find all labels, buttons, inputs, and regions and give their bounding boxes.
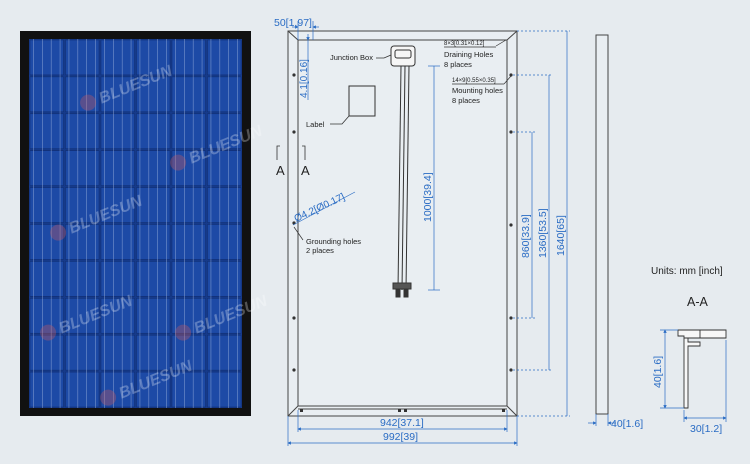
solar-cell (171, 39, 206, 76)
solar-cell (171, 261, 206, 297)
outer-width-dim: 992[39] (383, 431, 418, 443)
side-thickness-dim: 40[1.6] (611, 418, 643, 430)
solar-cell (136, 224, 171, 260)
solar-cell (65, 371, 100, 408)
section-title: A-A (687, 295, 709, 309)
solar-cell (65, 298, 100, 334)
label-callout: Label (306, 120, 325, 129)
draining-holes-dim: 8×3[0.31×0.12] (444, 41, 485, 47)
draining-holes-count: 8 places (444, 60, 472, 69)
solar-cell (29, 371, 64, 408)
solar-cell (171, 76, 206, 113)
solar-cell (29, 187, 64, 223)
solar-cell (171, 187, 206, 223)
top-corner-dims (292, 21, 319, 100)
solar-cell (65, 76, 100, 113)
solar-cell (136, 76, 171, 113)
solar-cell (207, 298, 242, 334)
solar-cell (136, 261, 171, 297)
solar-cell (29, 150, 64, 186)
solar-cell (100, 298, 135, 334)
solar-cell (171, 113, 206, 149)
solar-cell (100, 39, 135, 76)
solar-cell (65, 334, 100, 371)
solar-cell (136, 150, 171, 186)
solar-cell (207, 113, 242, 149)
solar-cell (207, 224, 242, 260)
solar-cell (136, 334, 171, 371)
solar-cell (136, 298, 171, 334)
solar-cell (29, 113, 64, 149)
mounting-holes-dim: 14×9[0.55×0.35] (452, 78, 496, 84)
solar-cell (136, 113, 171, 149)
solar-cell (136, 187, 171, 223)
mounting-holes-title: Mounting holes (452, 86, 503, 95)
solar-cell (171, 298, 206, 334)
side-view (588, 34, 616, 426)
solar-cell (100, 371, 135, 408)
dim-860: 860[33.9] (520, 214, 532, 258)
solar-cell (207, 76, 242, 113)
vertical-dims (513, 30, 570, 417)
mounting-hole-marks (292, 73, 513, 412)
solar-cell (65, 150, 100, 186)
panel-photo (20, 31, 251, 416)
solar-cell (171, 150, 206, 186)
units-label: Units: mm [inch] (651, 266, 723, 277)
solar-cell (171, 371, 206, 408)
junction-box (390, 45, 416, 298)
solar-cell (207, 261, 242, 297)
solar-cell (65, 224, 100, 260)
solar-cell (136, 371, 171, 408)
solar-cell (171, 334, 206, 371)
section-height-dim: 40[1.6] (652, 356, 664, 388)
solar-cell (29, 298, 64, 334)
section-width-dim: 30[1.2] (690, 423, 722, 435)
solar-cell (29, 224, 64, 260)
solar-cell (207, 39, 242, 76)
corner-height-dim: 4.1[0.16] (299, 59, 310, 98)
solar-cell (29, 39, 64, 76)
grounding-holes-count: 2 places (306, 246, 334, 255)
solar-cell (100, 187, 135, 223)
solar-cell (29, 334, 64, 371)
frame-section-profile (677, 329, 727, 409)
grounding-holes-title: Grounding holes (306, 237, 361, 246)
mounting-holes-count: 8 places (452, 96, 480, 105)
solar-cell (65, 187, 100, 223)
dim-1360: 1360[53.5] (537, 208, 549, 258)
solar-cell (65, 113, 100, 149)
solar-cell (136, 39, 171, 76)
panel-cell-grid (29, 39, 242, 408)
solar-cell (207, 187, 242, 223)
inner-width-dim: 942[37.1] (380, 417, 424, 429)
solar-cell (100, 334, 135, 371)
solar-cell (207, 371, 242, 408)
solar-cell (100, 76, 135, 113)
solar-cell (100, 224, 135, 260)
solar-cell (207, 150, 242, 186)
solar-cell (65, 39, 100, 76)
solar-cell (100, 113, 135, 149)
cable-length-label: 1000[39.4] (422, 172, 434, 222)
cable-length-dim (428, 65, 440, 291)
section-mark-right: A (301, 163, 310, 178)
solar-cell (65, 261, 100, 297)
dim-1640: 1640[65] (555, 215, 567, 256)
junction-box-label: Junction Box (330, 53, 373, 62)
label-box: Label (306, 85, 376, 129)
section-mark-left: A (276, 163, 285, 178)
bottom-dims (287, 410, 518, 446)
corner-width-dim: 50[1.97] (274, 17, 312, 29)
section-markers (276, 145, 306, 160)
solar-cell (207, 334, 242, 371)
solar-cell (100, 261, 135, 297)
solar-cell (29, 261, 64, 297)
solar-cell (100, 150, 135, 186)
solar-cell (171, 224, 206, 260)
section-dims (660, 329, 727, 422)
draining-holes-title: Draining Holes (444, 50, 493, 59)
solar-cell (29, 76, 64, 113)
